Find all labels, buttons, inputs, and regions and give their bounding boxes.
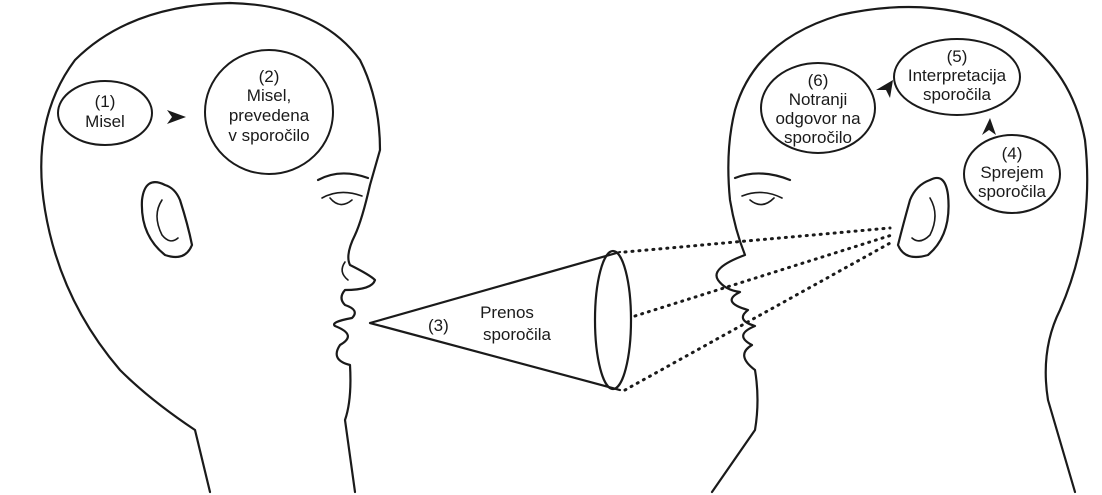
right-ear-inner (912, 198, 935, 241)
left-eyebrow (318, 173, 368, 180)
bubble-5-number: (5) (947, 47, 968, 66)
left-nose-line (342, 262, 348, 280)
bubble-1-line-1: Misel (85, 112, 125, 131)
left-eye (322, 192, 362, 204)
bubble-6-number: (6) (808, 71, 829, 90)
transmission-line-2: sporočila (483, 325, 552, 344)
bubble-2-line-3: v sporočilo (228, 126, 309, 145)
bubble-5-line-1: Interpretacija (908, 66, 1007, 85)
bubble-6-line-2: odgovor na (775, 109, 861, 128)
sound-lines (625, 228, 892, 390)
bubble-5-line-2: sporočila (923, 85, 992, 104)
bubble-6-line-1: Notranji (789, 90, 848, 109)
bubble-5: (5) Interpretacija sporočila (894, 39, 1020, 115)
bubble-4: (4) Sprejem sporočila (964, 135, 1060, 213)
bubble-2-line-1: Misel, (247, 86, 291, 105)
bubble-2: (2) Misel, prevedena v sporočilo (205, 50, 333, 174)
arrow-5-to-6 (876, 80, 893, 98)
sound-line-bottom (625, 242, 892, 390)
bubble-6: (6) Notranji odgovor na sporočilo (761, 63, 875, 153)
bubble-2-number: (2) (259, 67, 280, 86)
transmission-number: (3) (428, 316, 449, 335)
left-head (41, 3, 380, 492)
arrow-1-to-2 (167, 110, 186, 124)
left-head-outline (41, 3, 380, 492)
cone-mouth (595, 251, 631, 389)
left-ear (142, 182, 192, 257)
arrow-4-to-5 (982, 118, 996, 135)
left-ear-inner (157, 200, 178, 241)
bubble-4-number: (4) (1002, 144, 1023, 163)
bubble-4-line-1: Sprejem (980, 163, 1043, 182)
right-eyebrow (735, 173, 790, 180)
right-eye (742, 192, 782, 204)
bubble-2-line-2: prevedena (229, 106, 310, 125)
transmission-line-1: Prenos (480, 303, 534, 322)
transmission-label: (3) Prenos sporočila (428, 303, 552, 344)
bubble-1: (1) Misel (58, 81, 152, 145)
bubble-1-number: (1) (95, 92, 116, 111)
bubble-6-line-3: sporočilo (784, 128, 852, 147)
right-ear (898, 178, 949, 257)
bubble-4-line-2: sporočila (978, 182, 1047, 201)
